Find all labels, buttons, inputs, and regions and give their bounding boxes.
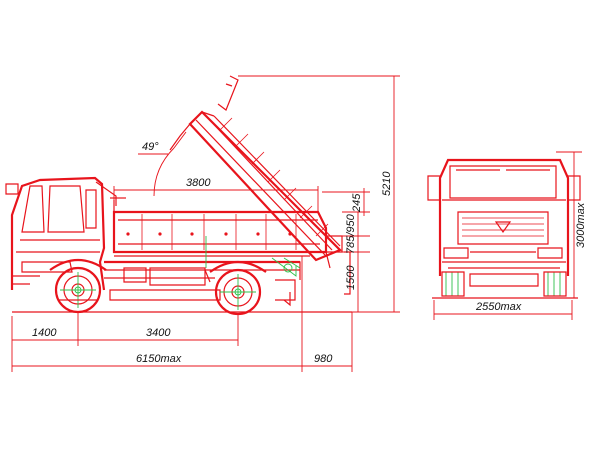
side-dimensions: 49° 3800 245 785/950 1500 5210 1400 3400… — [11, 75, 400, 372]
rear-extension-label: 980 — [314, 353, 333, 365]
right-headlight — [537, 247, 563, 259]
overall-length-label: 6150max — [136, 353, 182, 365]
front-view — [427, 158, 581, 299]
overall-width-label: 2550max — [475, 301, 522, 313]
raised-height-label: 5210 — [381, 171, 393, 196]
floor-height-label: 1500 — [345, 265, 357, 290]
dump-body-lowered — [110, 197, 343, 257]
front-dimensions: 3000max 2550max — [433, 151, 587, 320]
side-height-label: 245 — [351, 193, 363, 213]
wheelbase-label: 3400 — [146, 327, 171, 339]
dump-body-tipped — [169, 75, 342, 262]
hydraulic-cylinder — [205, 236, 301, 277]
tip-angle-arc — [153, 147, 175, 197]
body-height-label: 785/950 — [345, 213, 357, 254]
front-overhang-label: 1400 — [32, 327, 57, 339]
body-length-label: 3800 — [186, 177, 211, 189]
front-wheel — [49, 259, 107, 314]
front-grille — [457, 211, 549, 245]
front-windshield — [449, 165, 557, 199]
right-mirror — [567, 175, 581, 201]
front-right-tire — [543, 271, 567, 297]
front-height-label: 3000max — [575, 202, 587, 248]
brand-emblem — [494, 221, 512, 234]
left-mirror — [427, 175, 441, 201]
front-left-tire — [441, 271, 465, 297]
chassis-frame — [104, 260, 301, 307]
tip-angle-label: 49° — [142, 141, 159, 153]
left-headlight — [443, 247, 469, 259]
side-view — [5, 75, 352, 316]
cab — [5, 176, 117, 291]
